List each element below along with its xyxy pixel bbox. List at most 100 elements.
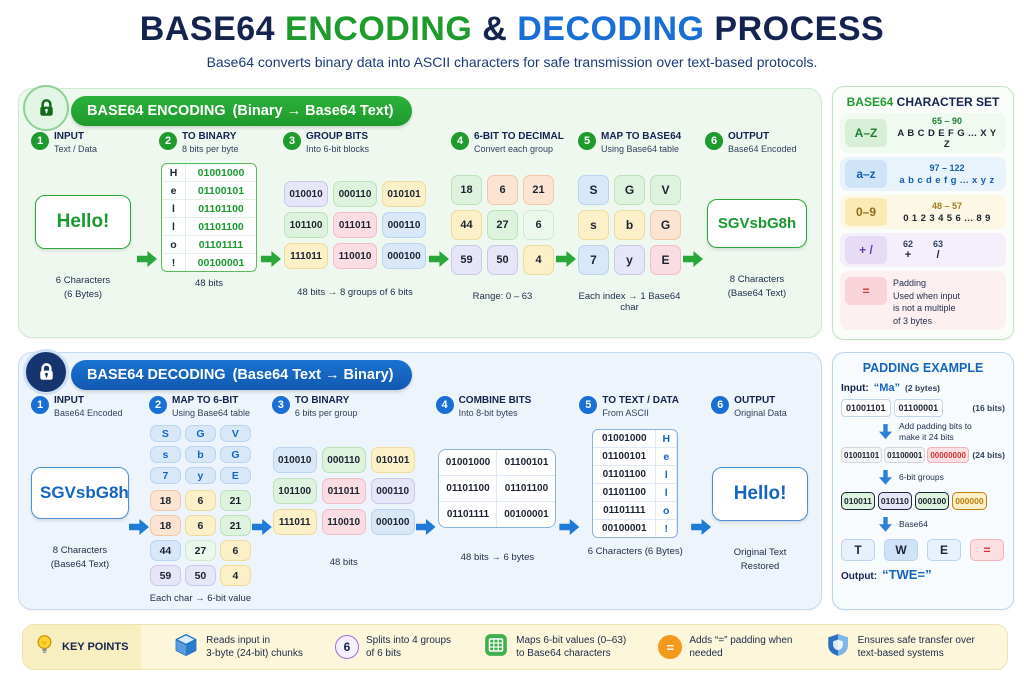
cube-icon: [173, 632, 199, 663]
charset-row-uppercase: A–Z 65 – 90 A B C D E F G ... X Y Z: [840, 113, 1006, 153]
step-number-badge: 6: [705, 132, 723, 150]
step-number-badge: 5: [579, 396, 598, 414]
base64-chip: E: [650, 245, 681, 275]
six-bit-grid: 010010 000110 010101 101100 011011 00011…: [284, 181, 426, 269]
enc-step-map-base64: 5 MAP TO BASE64 Using Base64 table S G V…: [578, 131, 681, 313]
padding-line: is not a multiple: [893, 303, 956, 314]
table-grid-icon: [483, 632, 509, 663]
padding-byte-box: 00000000: [927, 447, 969, 464]
title-base64: BASE64: [139, 10, 276, 48]
six-circle-icon: 6: [334, 635, 359, 659]
decoding-header-badge: BASE64 DECODING (Base64 Text → Binary): [71, 360, 412, 390]
decoding-steps: 1 INPUT Base64 Encoded SGVsbG8h 8 Charac…: [19, 353, 821, 604]
step-title: INPUT: [54, 395, 84, 406]
bits-cell: 01101100: [602, 468, 646, 480]
dec-step-to-binary: 3 TO BINARY 6 bits per group 010010 0001…: [271, 395, 416, 568]
value-chip: 27: [184, 540, 216, 561]
decimal-chip: 27: [487, 210, 518, 240]
key-point-line: text-based systems: [857, 648, 944, 659]
step-title: GROUP BITS: [306, 131, 369, 142]
charset-row-symbols: + / 62+ 63/: [840, 233, 1006, 267]
char-cell: e: [162, 182, 186, 199]
value-chip: 4: [219, 565, 251, 586]
padlock-green-icon: [23, 85, 69, 131]
char-cell: o: [655, 502, 678, 519]
charset-row-digits: 0–9 48 – 57 0 1 2 3 4 5 6 ... 8 9: [840, 195, 1006, 229]
output-label: Output:: [841, 571, 878, 583]
decimal-chip: 44: [451, 210, 482, 240]
byte-box: 01100001: [884, 447, 926, 464]
padding-arrow-3: Base64: [879, 514, 1005, 534]
value-chip: 18: [149, 490, 181, 511]
output-value: “TWE=”: [882, 567, 932, 583]
group-chip: 010011: [841, 492, 875, 511]
key-point-line: Maps 6-bit values (0–63): [516, 635, 627, 646]
step-title: TO BINARY: [294, 395, 350, 406]
char-list: A B C D E F G ... X Y Z: [897, 128, 997, 150]
step-number-badge: 3: [283, 132, 301, 150]
value-chip: 6: [184, 490, 216, 511]
arrow-right-icon: [559, 519, 580, 535]
ascii-range: 97 – 122: [929, 162, 965, 173]
six-bit-groups-row: 010011 010110 000100 000000: [841, 492, 1005, 511]
byte-cell: 01001000: [439, 450, 498, 475]
bit-chip: 110010: [333, 243, 377, 269]
bits-cell: 01100101: [197, 184, 245, 197]
char-cell: l: [655, 466, 678, 483]
value-chip: 6: [219, 540, 251, 561]
key-point-text: Splits into 4 groups of 6 bits: [366, 634, 451, 660]
byte-cell: 01101100: [439, 476, 498, 501]
key-point-mapping: Maps 6-bit values (0–63)to Base64 charac…: [483, 632, 626, 663]
arrow-label: Base64: [899, 518, 928, 529]
page-title: BASE64 ENCODING & DECODING PROCESS: [0, 10, 1024, 49]
value-chip: 21: [219, 490, 251, 511]
table-row: !00100001: [162, 253, 256, 271]
lightbulb-icon: [33, 633, 56, 661]
ascii-range: 48 – 57: [931, 200, 963, 211]
char-list: a b c d e f g ... x y z: [899, 174, 995, 186]
charset-title-rest: CHARACTER SET: [896, 95, 1000, 109]
letter-chip: E: [219, 467, 251, 484]
byte-cell: 01101100: [504, 483, 549, 494]
bit-chip: 000100: [382, 243, 426, 269]
base64-chip: G: [650, 210, 681, 240]
enc-step-to-decimal: 4 6-BIT TO DECIMAL Convert each group 18…: [451, 131, 564, 302]
enc-step-input: 1 INPUT Text / Data Hello! 6 Characters …: [31, 131, 135, 300]
group-chip: 010110: [877, 492, 912, 511]
dec-step6-head: 6 OUTPUT Original Data: [711, 395, 787, 425]
step-title: OUTPUT: [728, 131, 770, 142]
char-cell: l: [162, 200, 186, 217]
base64-chip: G: [614, 175, 645, 205]
decimal-chip: 4: [523, 245, 554, 275]
step-title: MAP TO 6-BIT: [172, 395, 239, 406]
step-title: OUTPUT: [734, 395, 776, 406]
key-point-line: of 6 bits: [365, 648, 401, 659]
bits-cell: 01001000: [602, 432, 647, 444]
caption: Each char → 6-bit value: [149, 593, 252, 604]
enc-output-card: SGVsbG8h: [707, 199, 807, 248]
base64-output-row: T W E =: [841, 539, 1005, 562]
key-point-line: Reads input in: [206, 635, 271, 646]
input-label: Input:: [841, 383, 869, 394]
bit-chip: 000100: [370, 509, 415, 535]
symbol-col: 62+: [903, 239, 913, 261]
key-point-line: Splits into 4 groups: [365, 635, 452, 646]
bit-chip: 010010: [272, 447, 317, 473]
value-chip: 21: [219, 515, 251, 536]
decimal-chip: 6: [487, 175, 518, 205]
range-badge: 0–9: [845, 198, 887, 226]
letter-chip: s: [149, 446, 181, 463]
byte-box: 01001101: [841, 399, 891, 417]
bit-chip: 111011: [272, 509, 317, 535]
bits-24-row: 01001101 01100001 00000000 (24 bits): [841, 447, 1005, 464]
caption: 48 bits → 8 groups of 6 bits: [297, 287, 413, 298]
step-title: INPUT: [54, 131, 84, 142]
arrow-right-icon: [129, 519, 149, 535]
